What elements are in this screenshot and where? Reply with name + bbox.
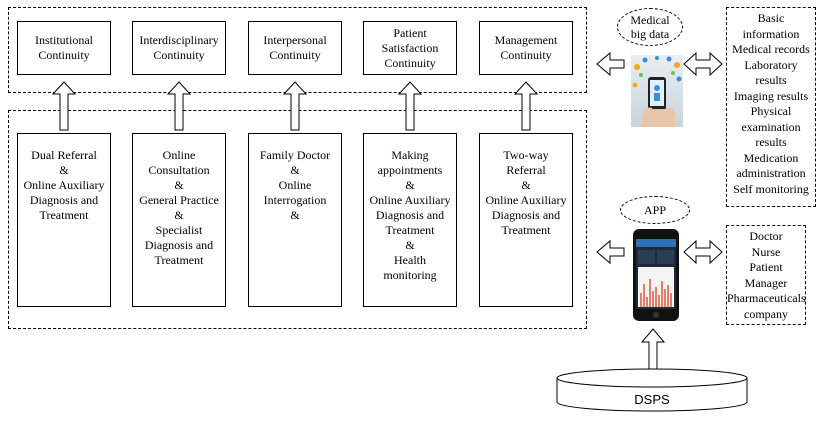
service-line: & [290,163,300,177]
service-line: Referral [506,163,546,177]
data-network-icon [632,56,682,127]
service-line: Treatment [501,223,551,237]
service-line: & [290,208,300,222]
big-data-item: Laboratory [744,57,798,72]
service-line: Online Auxiliary [369,193,451,207]
app-ellipse: APP [620,196,690,224]
service-box-making-appointments: Making appointments & Online Auxiliary D… [363,133,457,307]
service-line: General Practice [139,193,219,207]
service-box-two-way-referral: Two-way Referral & Online Auxiliary Diag… [479,133,573,307]
app-users-box: Doctor Nurse Patient Manager Pharmaceuti… [726,225,806,325]
app-user-item: Pharmaceuticals [727,291,806,305]
continuity-box-patient-satisfaction: Patient Satisfaction Continuity [363,21,457,75]
service-line: Diagnosis and [375,208,445,222]
continuity-label: Interdisciplinary Continuity [139,33,219,62]
continuity-label: Institutional Continuity [35,33,93,62]
service-line: Treatment [154,253,204,267]
big-data-label-line2: big data [630,27,670,41]
app-user-item: Patient [749,260,783,274]
service-line: Diagnosis and [29,193,99,207]
up-arrow-3 [282,81,308,131]
left-arrow-app [596,239,625,265]
big-data-items-box: Basic information Medical records Labora… [726,7,816,207]
service-line: Consultation [148,163,210,177]
big-data-item: Medication [743,150,799,165]
big-data-item: Self monitoring [733,181,809,196]
service-line: & [405,178,415,192]
continuity-label: Patient Satisfaction Continuity [381,25,439,70]
health-app-screen-icon [636,239,676,318]
app-user-item: Nurse [751,244,781,259]
dsps-up-arrow [640,328,666,370]
service-line: Making [391,148,429,162]
service-line: & [521,178,531,192]
service-line: Online [278,178,312,192]
big-data-item: administration [736,166,806,180]
app-user-item: Doctor [749,229,783,243]
service-box-family-doctor: Family Doctor & Online Interrogation & [248,133,342,307]
big-data-item: Medical records [732,42,810,56]
dsps-label: DSPS [557,392,747,407]
service-line: Treatment [385,223,435,237]
service-box-online-consultation: Online Consultation & General Practice &… [132,133,226,307]
big-data-item: Basic [757,11,785,25]
service-line: appointments [377,163,443,177]
service-line: Health [394,253,426,267]
service-line: Online [162,148,196,162]
service-line: Treatment [39,208,89,222]
app-label: APP [643,203,666,217]
app-user-item: Manager [744,275,788,290]
big-data-phone-image [631,55,683,127]
up-arrow-2 [166,81,192,131]
service-line: Family Doctor [259,148,331,162]
app-user-item: company [744,306,788,321]
service-line: Interrogation [263,193,327,207]
service-line: Diagnosis and [144,238,214,252]
service-line: Diagnosis and [491,208,561,222]
service-box-dual-referral: Dual Referral & Online Auxiliary Diagnos… [17,133,111,307]
service-line: & [59,163,69,177]
up-arrow-5 [513,81,539,131]
app-phone-image [633,229,679,321]
service-line: & [405,238,415,252]
up-arrows [51,81,539,131]
dsps-text: DSPS [634,392,670,407]
service-line: Dual Referral [31,148,97,162]
continuity-box-interpersonal: Interpersonal Continuity [248,21,342,75]
big-data-item: examination [741,119,801,134]
double-arrow-app [683,239,723,265]
service-line: monitoring [383,268,437,282]
big-data-item: results [755,73,787,87]
service-line: Specialist [155,223,203,237]
up-arrow-1 [51,81,77,131]
big-data-item: results [755,135,787,149]
service-line: & [174,178,184,192]
big-data-label-line1: Medical [630,13,670,27]
continuity-box-interdisciplinary: Interdisciplinary Continuity [132,21,226,75]
big-data-item: Physical [750,104,792,118]
left-arrow-big-data [596,51,625,77]
medical-big-data-ellipse: Medical big data [617,8,683,46]
service-line: Two-way [503,148,549,162]
dsps-cylinder [556,368,748,412]
continuity-box-management: Management Continuity [479,21,573,75]
service-line: Online Auxiliary [485,193,567,207]
continuity-label: Management Continuity [494,33,558,62]
continuity-box-institutional: Institutional Continuity [17,21,111,75]
service-line: & [174,208,184,222]
service-line: Online Auxiliary [23,178,105,192]
big-data-item: information [742,26,800,41]
big-data-item: Imaging results [733,88,809,103]
continuity-label: Interpersonal Continuity [263,33,327,62]
double-arrow-big-data [683,51,723,77]
up-arrow-4 [397,81,423,131]
